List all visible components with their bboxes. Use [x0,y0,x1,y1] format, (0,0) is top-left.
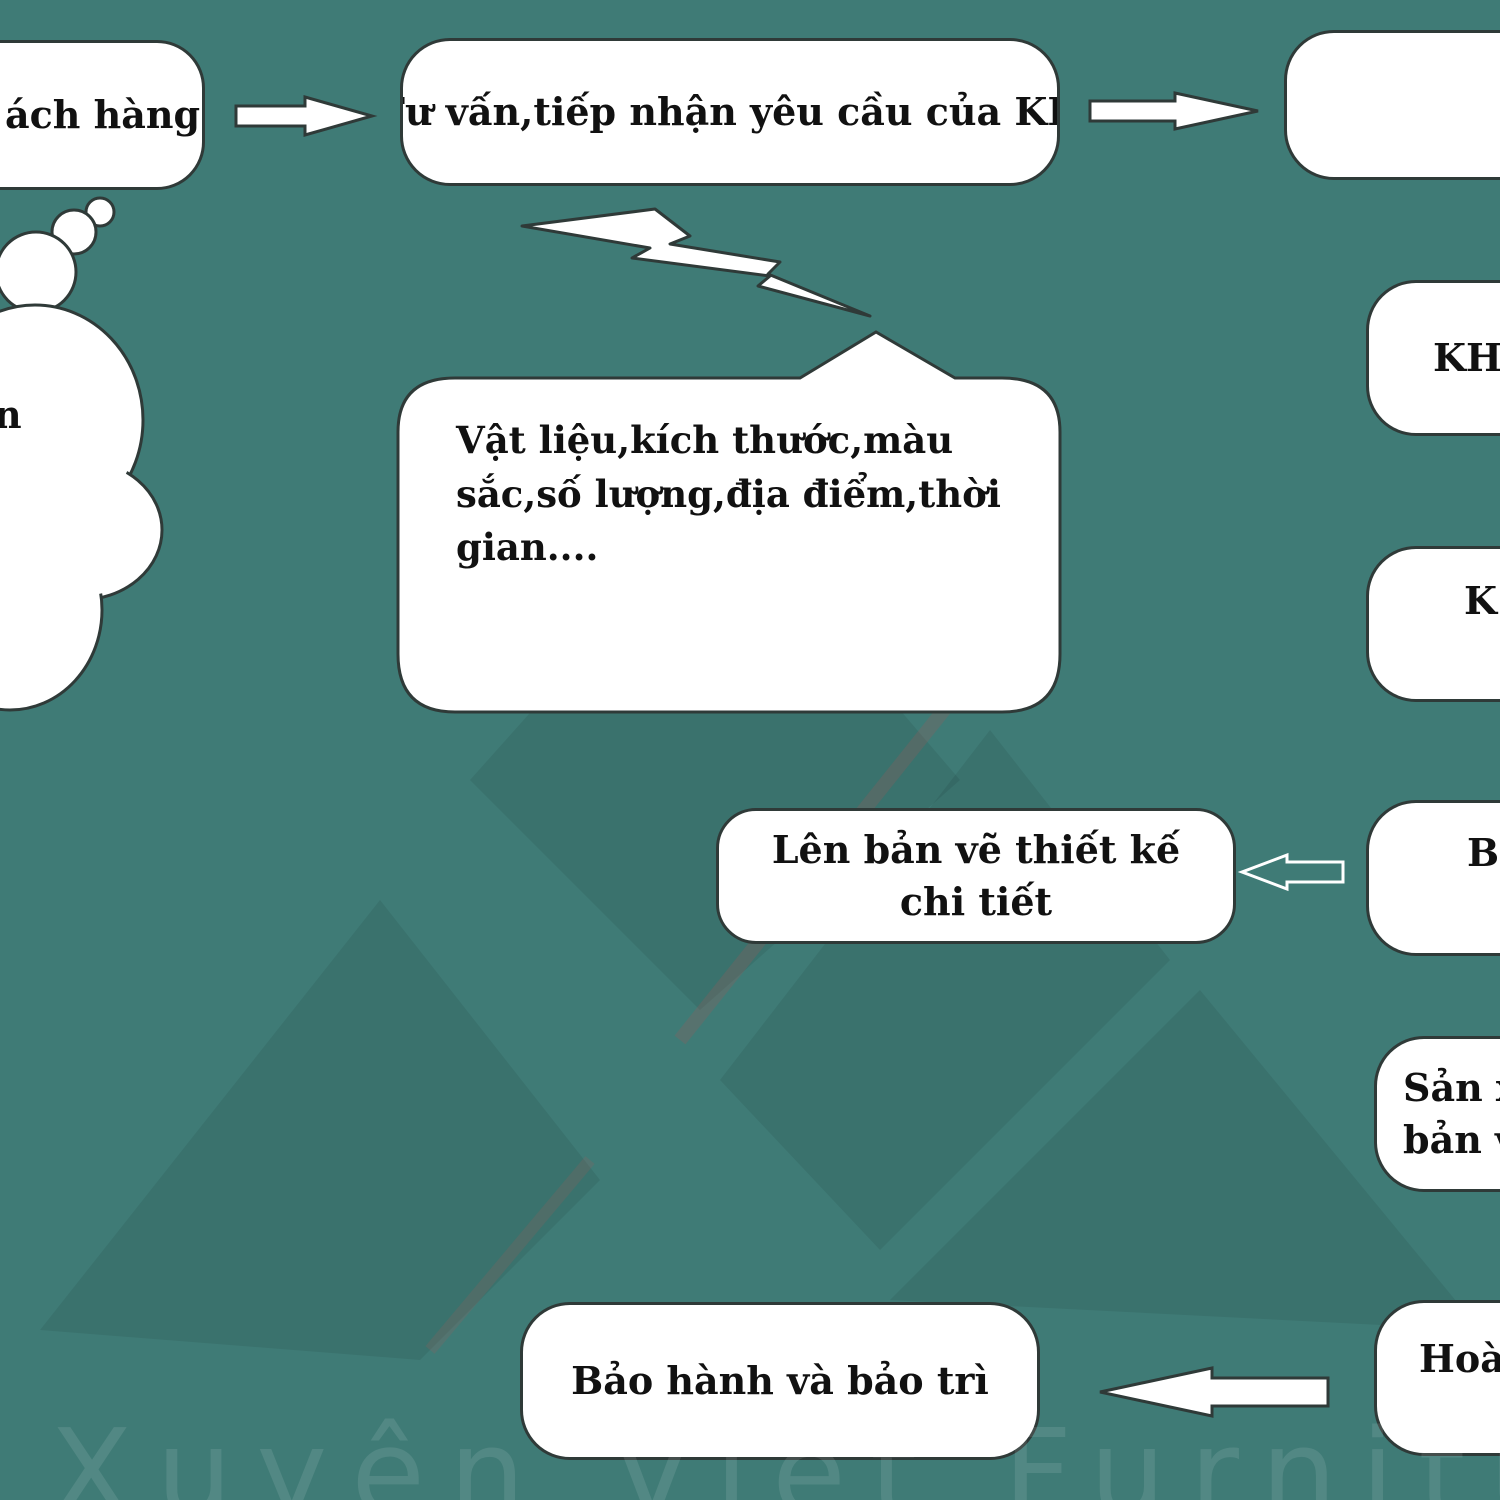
node-len-ban-ve: Lên bản vẽ thiết kế chi tiết [716,808,1236,944]
node-kh-right-2: K [1366,546,1500,702]
node-hoan: Hoàn [1374,1300,1500,1456]
node-b-top-right: B [1284,30,1500,180]
lightning-bolt-icon [520,207,872,318]
node-len-ban-ve-line2: chi tiết [899,879,1053,924]
callout-line1: Vật liệu,kích thước,màu [456,418,954,462]
callout-line3: gian.... [456,525,599,570]
watermark-text: Xuyên Việt Furniture [50,1405,1500,1500]
node-san-xuat: Sản x bản v [1374,1036,1500,1192]
callout-text: Vật liệu,kích thước,màu sắc,số lượng,địa… [456,414,1016,575]
node-kh-right-2-label: K [1464,578,1498,623]
node-len-ban-ve-text: Lên bản vẽ thiết kế chi tiết [772,824,1180,929]
arrow-right-icon [234,95,378,137]
arrow-left-icon [1099,1366,1330,1418]
node-khach-hang-label: ách hàng [5,91,201,137]
node-ba-right-label: Bả [1467,830,1500,875]
node-san-xuat-text: Sản x bản v [1403,1062,1500,1167]
node-san-xuat-line2: bản v [1403,1117,1500,1162]
thought-cloud-fill [0,309,158,706]
node-san-xuat-line1: Sản x [1403,1064,1500,1110]
node-kh-right-1: KH [1366,280,1500,436]
node-hoan-label: Hoàn [1419,1336,1500,1381]
node-bao-hanh-label: Bảo hành và bảo trì [571,1357,989,1403]
node-kh-right-1-label: KH [1433,334,1500,380]
node-tu-van: Tư vấn,tiếp nhận yêu cầu của KH [400,38,1060,186]
node-ba-right: Bả [1366,800,1500,956]
node-khach-hang: ách hàng [0,40,205,190]
speech-bubble [396,330,1062,714]
arrow-right-icon [1088,91,1259,131]
callout-line2: sắc,số lượng,địa điểm,thời [456,471,1001,516]
node-bao-hanh: Bảo hành và bảo trì [520,1302,1040,1460]
arrow-left-icon [1237,852,1345,892]
cloud-text-fragment: n [0,392,22,437]
node-tu-van-label: Tư vấn,tiếp nhận yêu cầu của KH [400,88,1060,134]
node-len-ban-ve-line1: Lên bản vẽ thiết kế [771,826,1181,872]
